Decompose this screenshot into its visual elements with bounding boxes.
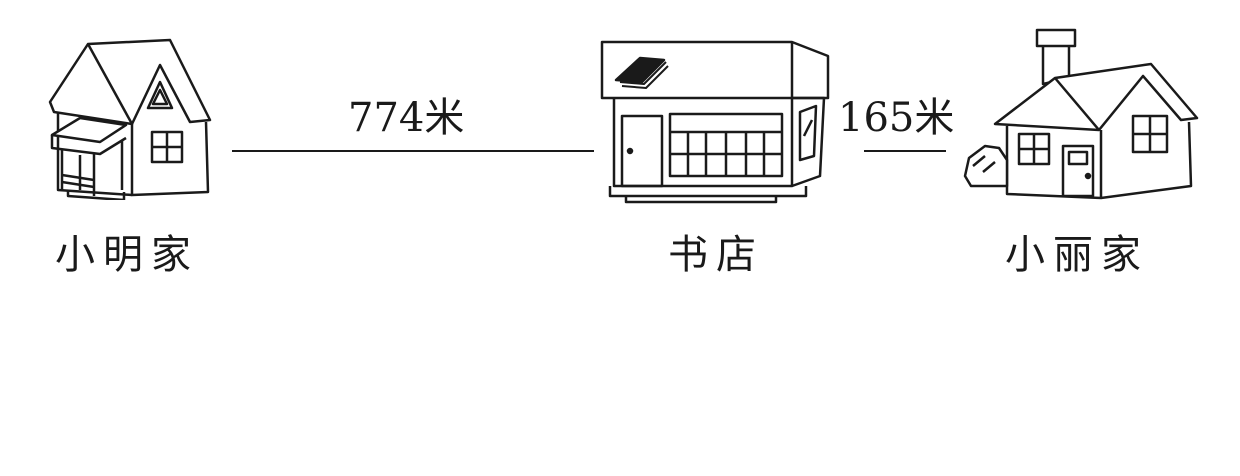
house-icon <box>48 38 212 200</box>
road-bookstore-xiaoli <box>864 150 946 152</box>
shop-icon <box>600 40 830 204</box>
xiaoli-home-label: 小丽家 <box>1005 232 1149 278</box>
distance-xiaoming-bookstore: 774米 <box>348 95 465 141</box>
road-xiaoming-bookstore <box>232 150 594 152</box>
house-with-chimney-icon <box>963 28 1199 200</box>
distance-bookstore-xiaoli: 165米 <box>838 95 955 141</box>
xiaoming-home-label: 小明家 <box>55 232 199 278</box>
bookstore-label: 书店 <box>668 232 764 278</box>
